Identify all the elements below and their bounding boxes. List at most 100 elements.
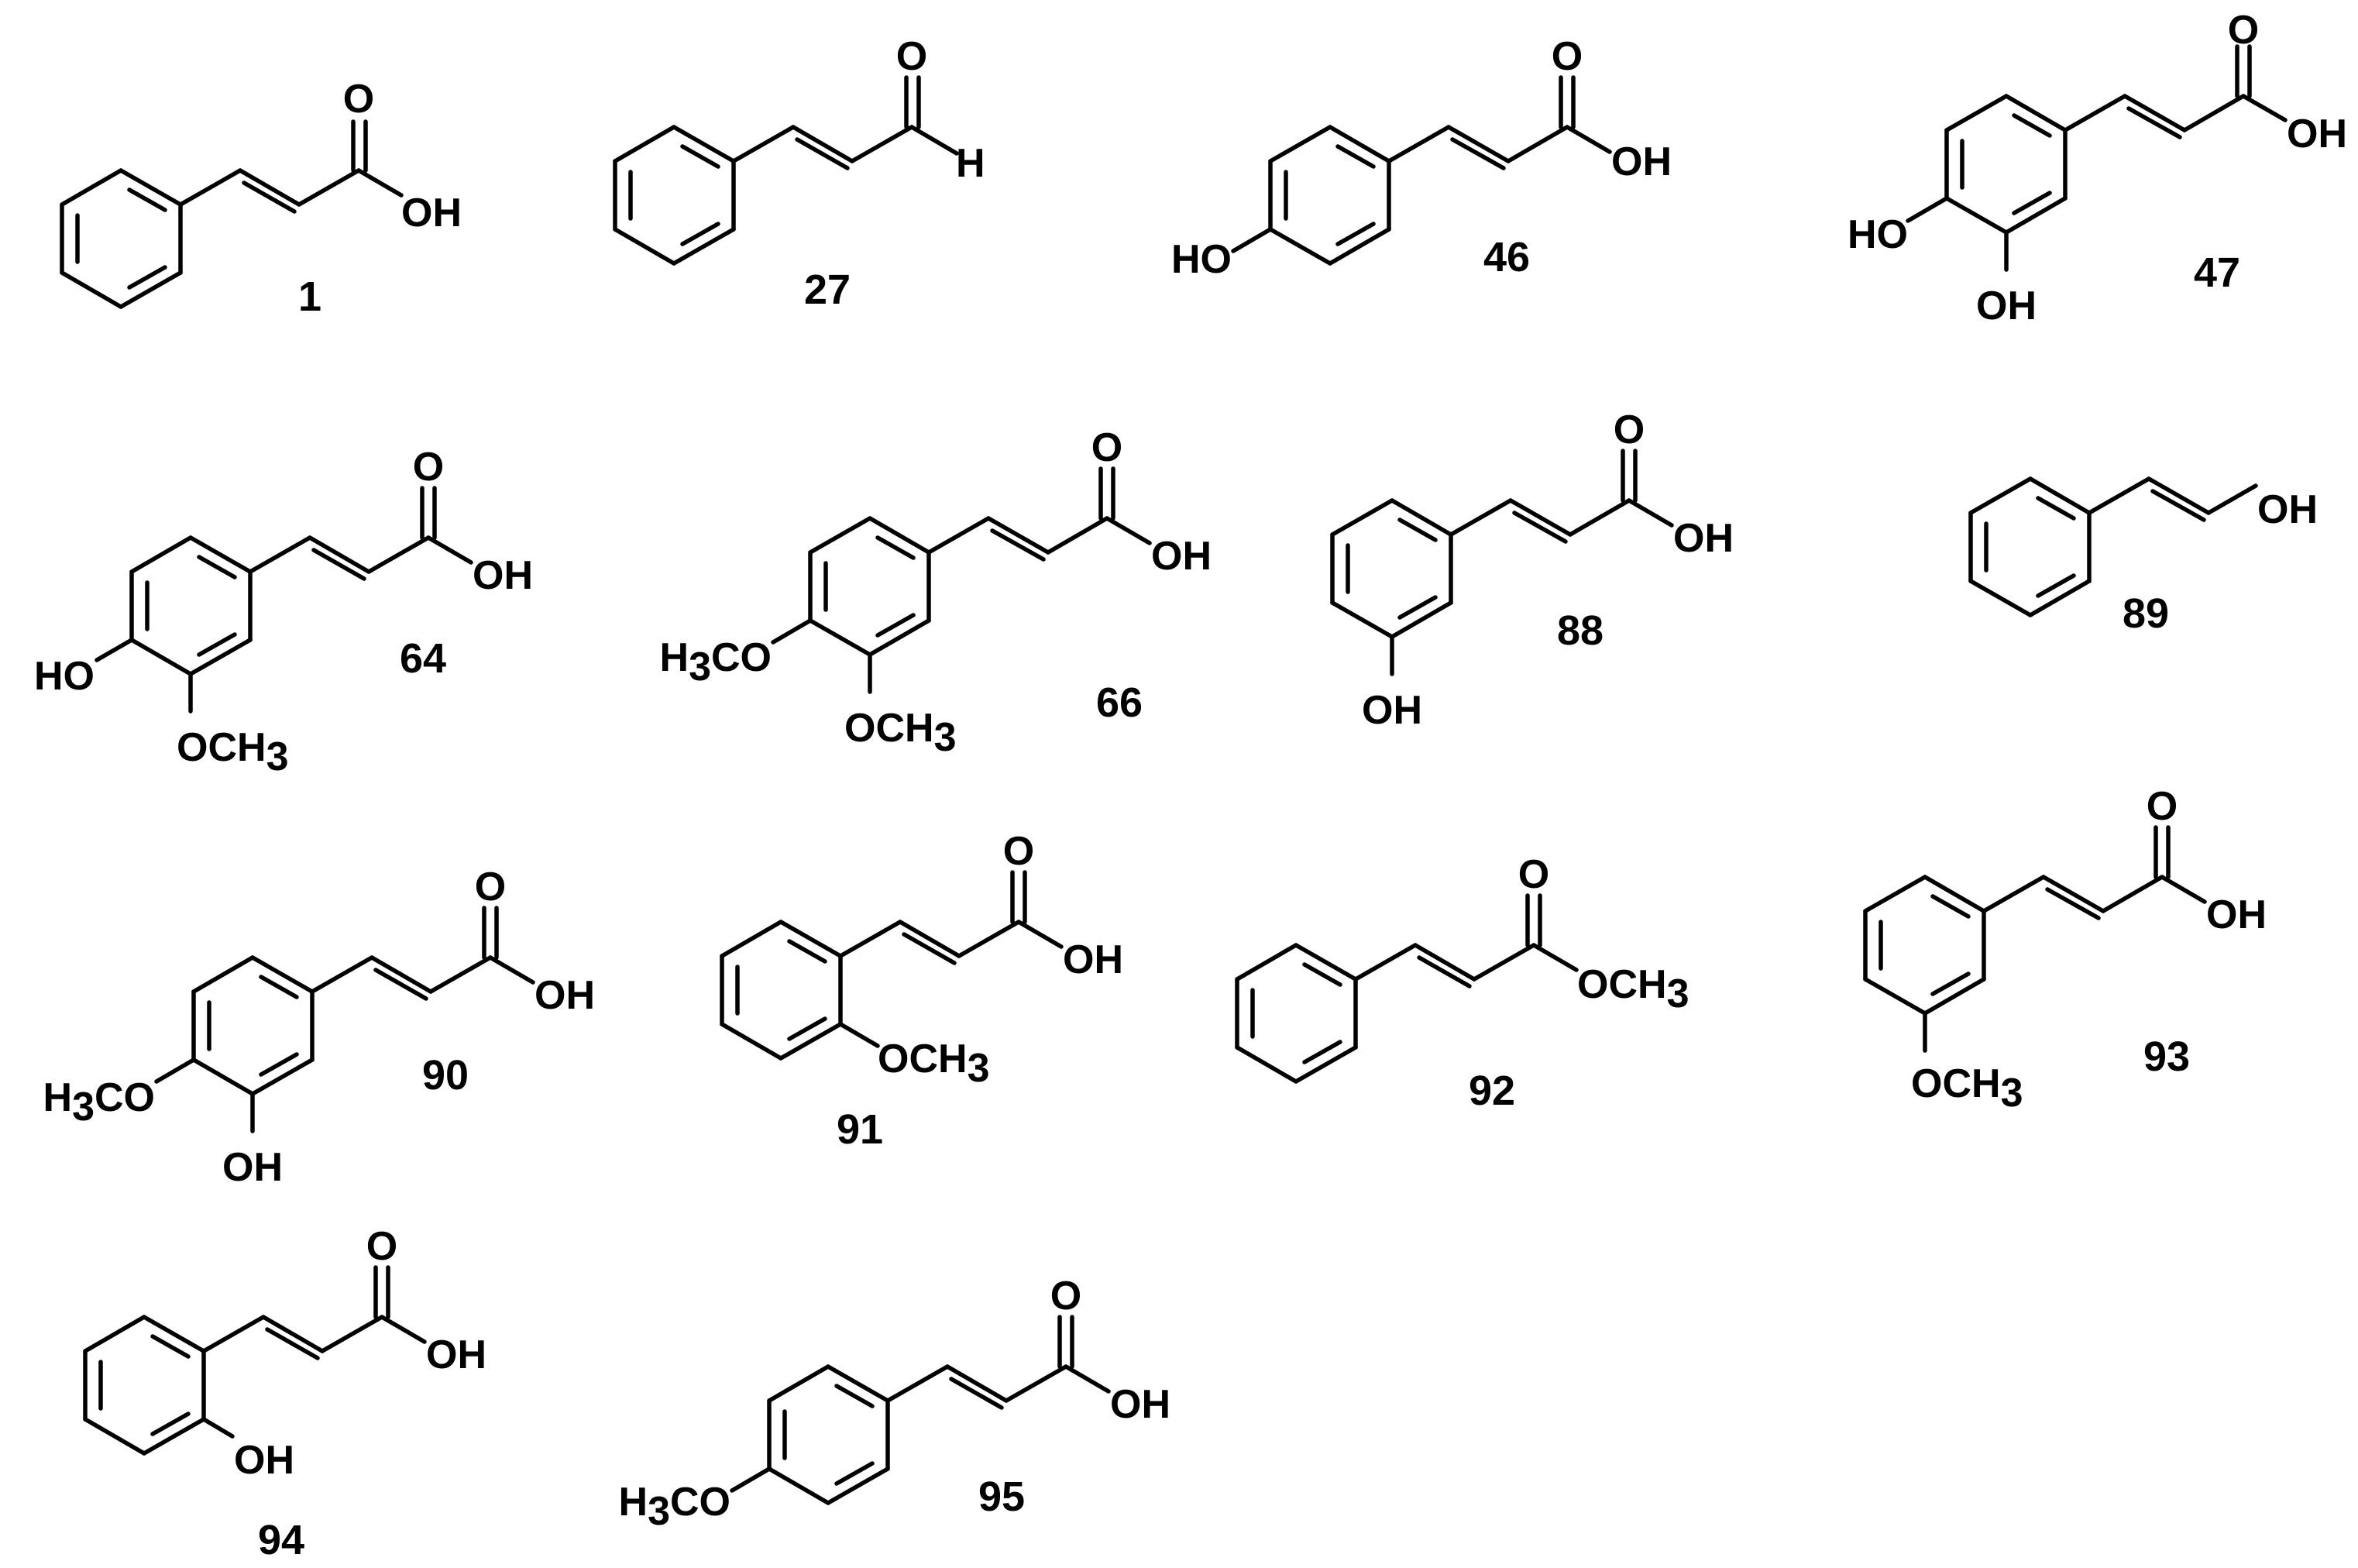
compound-93-meta-methoxy: OCH3 (1911, 1061, 2023, 1116)
compound-47-hydroxyl: OH (2287, 112, 2347, 156)
compound-93-number: 93 (2143, 1033, 2190, 1080)
compound-88-number: 88 (1557, 607, 1604, 654)
compound-66: O OH H3CO OCH3 66 (660, 425, 1212, 760)
compound-66-hydroxyl: OH (1151, 534, 1212, 579)
compound-47-number: 47 (2194, 249, 2240, 296)
compound-94-hydroxyl: OH (426, 1332, 486, 1377)
compound-47-bonds (1906, 44, 2288, 272)
compound-94: O OH OH 94 (83, 1224, 486, 1563)
compound-27-number: 27 (804, 266, 851, 313)
compound-27-carbonyl-o: O (896, 34, 927, 79)
compound-64-meta-methoxy: OCH3 (177, 725, 288, 779)
compound-91: O OH OCH3 91 (720, 829, 1123, 1153)
compound-46-number: 46 (1483, 234, 1530, 280)
compound-91-ortho-methoxy: OCH3 (878, 1037, 989, 1091)
compound-89-hydroxyl: OH (2257, 487, 2318, 532)
compound-27: O H 27 (613, 34, 985, 313)
compound-1-carbonyl-o: O (343, 77, 374, 122)
compound-92-methyl-ester-main: OCH (1577, 962, 1667, 1007)
compound-1-bonds (60, 119, 404, 309)
compound-64-number: 64 (400, 635, 446, 682)
compound-90-hydroxyl: OH (535, 973, 595, 1018)
compound-90-para-methoxy-rest: CO (95, 1075, 155, 1120)
compound-66-para-methoxy-h: H (660, 635, 689, 680)
compound-94-carbonyl-o: O (366, 1224, 397, 1269)
compound-64-meta-methoxy-main: OCH (177, 725, 266, 770)
compound-64-hydroxyl: OH (473, 553, 533, 598)
compound-46-para-hydroxy: HO (1171, 237, 1232, 282)
compound-95-para-methoxy: H3CO (619, 1480, 730, 1534)
compound-66-para-methoxy-subscript: 3 (689, 645, 711, 689)
compound-89-bonds (1968, 476, 2258, 617)
compound-64-carbonyl-o: O (413, 445, 444, 490)
compound-92-bonds (1235, 893, 1579, 1084)
compound-95-para-methoxy-subscript: 3 (648, 1489, 670, 1534)
compound-64: O OH HO OCH3 64 (34, 445, 533, 779)
compound-92-carbonyl-o: O (1518, 852, 1549, 897)
compound-94-number: 94 (258, 1517, 304, 1563)
compound-92-methyl-ester-subscript: 3 (1667, 971, 1689, 1016)
compound-88-meta-hydroxy: OH (1362, 688, 1422, 733)
compound-66-meta-methoxy: OCH3 (844, 706, 956, 760)
compound-95-hydroxyl: OH (1110, 1382, 1170, 1427)
compound-91-carbonyl-o: O (1003, 829, 1034, 874)
compound-90-carbonyl-o: O (475, 865, 506, 910)
compound-92-methyl-ester: OCH3 (1577, 962, 1689, 1016)
compound-91-bonds (720, 870, 1064, 1061)
compound-1-number: 1 (298, 273, 321, 320)
compound-90-meta-hydroxy: OH (222, 1145, 283, 1190)
compound-91-number: 91 (837, 1106, 883, 1153)
compound-88-carbonyl-o: O (1614, 407, 1645, 452)
compound-95-para-methoxy-rest: CO (670, 1480, 730, 1525)
compound-88: O OH OH 88 (1330, 407, 1734, 733)
compound-27-aldehyde-h: H (956, 141, 985, 186)
compound-90-number: 90 (422, 1052, 469, 1099)
compound-91-hydroxyl: OH (1063, 937, 1123, 982)
compound-90-para-methoxy-subscript: 3 (72, 1085, 95, 1130)
compound-66-bonds (771, 466, 1152, 694)
compound-89: OH 89 (1968, 476, 2318, 637)
compound-47-meta-hydroxy: OH (1976, 284, 2037, 328)
compound-94-ortho-hydroxy: OH (234, 1438, 294, 1483)
compound-46-carbonyl-o: O (1552, 34, 1583, 79)
compound-47-para-hydroxy: HO (1848, 212, 1908, 257)
compound-93-hydroxyl: OH (2206, 892, 2267, 937)
compound-47-carbonyl-o: O (2228, 8, 2259, 53)
compound-95-para-methoxy-h: H (619, 1480, 648, 1525)
compound-95: O OH H3CO 95 (619, 1274, 1170, 1534)
compound-88-hydroxyl: OH (1673, 516, 1734, 561)
compound-66-number: 66 (1096, 679, 1143, 726)
compound-95-bonds (730, 1315, 1111, 1505)
compound-88-bonds (1330, 449, 1674, 676)
compound-66-meta-methoxy-subscript: 3 (934, 715, 957, 760)
compound-1: O OH 1 (60, 77, 462, 320)
compound-95-number: 95 (978, 1473, 1025, 1520)
compound-64-meta-methoxy-subscript: 3 (266, 734, 289, 779)
compound-90-para-methoxy-h: H (43, 1075, 73, 1120)
compound-27-bonds (613, 75, 959, 266)
compound-1-hydroxyl: OH (401, 191, 462, 236)
compound-90-bonds (154, 906, 535, 1133)
compound-94-bonds (83, 1265, 427, 1456)
compound-66-meta-methoxy-main: OCH (844, 706, 934, 751)
compound-46: O OH HO 46 (1171, 34, 1672, 282)
compound-46-hydroxyl: OH (1611, 139, 1672, 184)
compound-64-bonds (95, 486, 473, 714)
compound-90-para-methoxy: H3CO (43, 1075, 155, 1130)
compound-66-para-methoxy-rest: CO (711, 635, 772, 680)
compound-66-carbonyl-o: O (1091, 425, 1122, 470)
compound-93-meta-methoxy-main: OCH (1911, 1061, 2001, 1106)
compound-93: O OH OCH3 93 (1863, 784, 2267, 1116)
compound-66-para-methoxy: H3CO (660, 635, 772, 689)
compound-93-bonds (1863, 825, 2207, 1053)
compound-64-para-hydroxy: HO (34, 654, 95, 699)
compound-92-number: 92 (1469, 1068, 1515, 1114)
compound-93-carbonyl-o: O (2147, 784, 2178, 829)
compound-47: O OH HO OH 47 (1848, 8, 2347, 328)
compound-93-meta-methoxy-subscript: 3 (2001, 1071, 2023, 1116)
compound-91-ortho-methoxy-main: OCH (878, 1037, 968, 1081)
compound-91-ortho-methoxy-subscript: 3 (968, 1046, 990, 1091)
compound-92: O OCH3 92 (1235, 852, 1689, 1114)
compound-95-carbonyl-o: O (1050, 1274, 1081, 1319)
